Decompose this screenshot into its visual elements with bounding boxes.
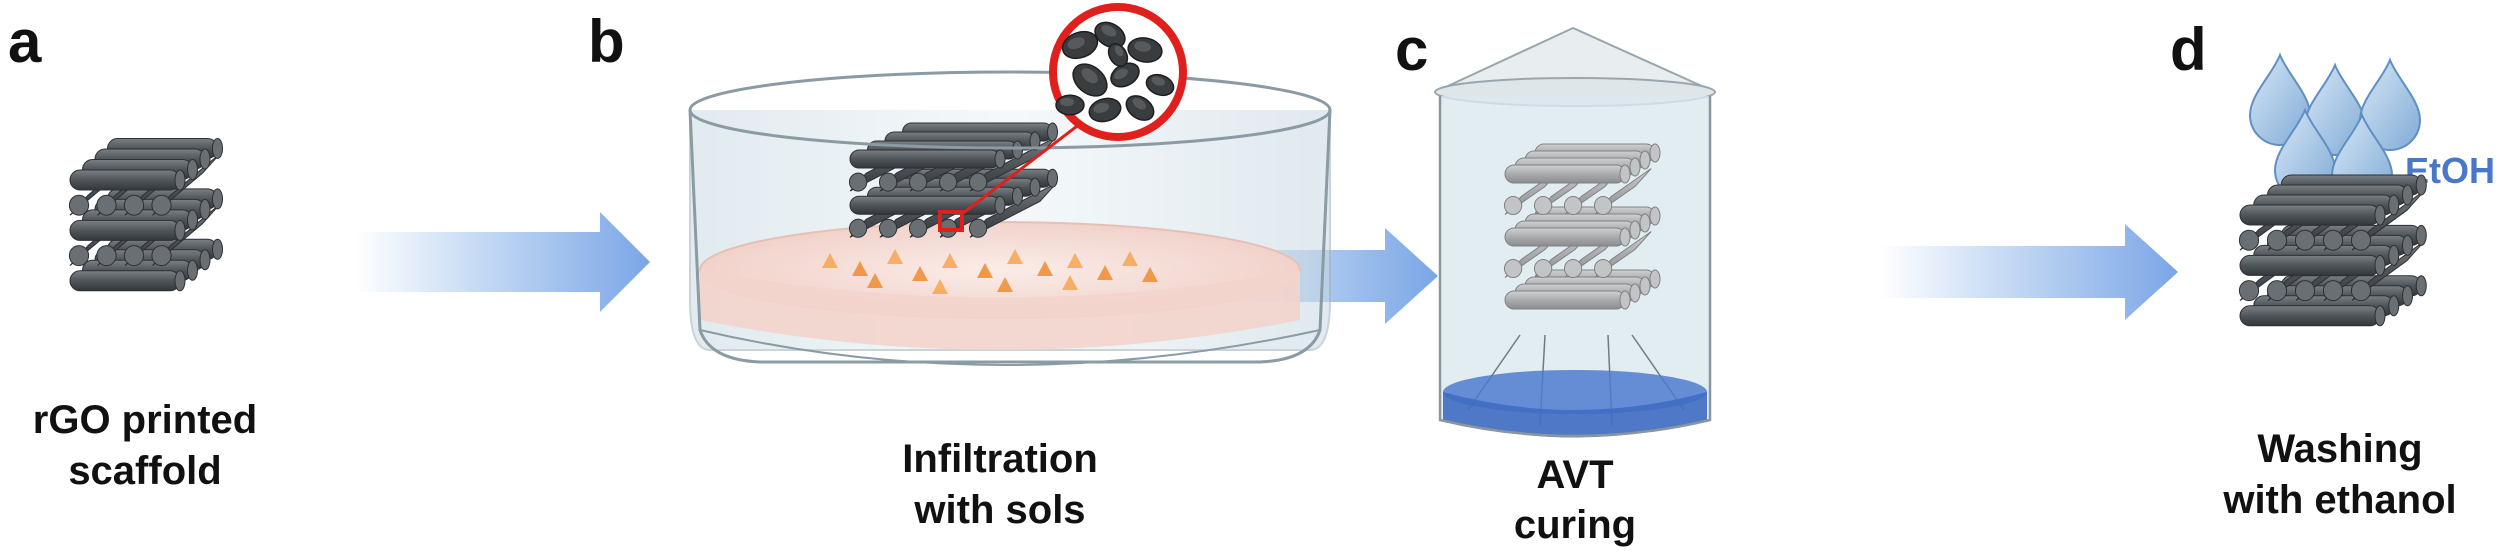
caption-c-line2: curing bbox=[1514, 503, 1636, 547]
caption-c-line1: AVT bbox=[1536, 453, 1613, 497]
flow-arrow-c-to-d bbox=[1880, 224, 2178, 320]
caption-a-line1: rGO printed bbox=[33, 398, 257, 442]
panel-letter-d: d bbox=[2170, 16, 2207, 83]
panel-letter-c: c bbox=[1395, 16, 1428, 83]
caption-a-line2: scaffold bbox=[68, 449, 221, 493]
caption-b-line2: with sols bbox=[913, 488, 1085, 532]
caption-d-line1: Washing bbox=[2257, 427, 2422, 471]
sol-particles bbox=[822, 249, 1158, 294]
washing-scaffold-icon: EtOH bbox=[2238, 52, 2495, 327]
highlight-box bbox=[938, 210, 964, 232]
caption-b: Infiltration with sols bbox=[902, 437, 1098, 532]
panel-letter-a: a bbox=[8, 8, 42, 75]
caption-b-line1: Infiltration bbox=[902, 437, 1098, 481]
infiltration-beaker-icon bbox=[688, 3, 1332, 366]
avt-chamber-icon bbox=[1434, 26, 1716, 438]
caption-d-line2: with ethanol bbox=[2222, 478, 2456, 522]
flow-arrow-a-to-b bbox=[355, 212, 650, 312]
panel-letter-b: b bbox=[588, 8, 625, 75]
caption-c: AVT curing bbox=[1514, 453, 1636, 547]
zoom-inset-icon bbox=[1049, 3, 1187, 141]
dark-scaffold-icon bbox=[68, 138, 223, 292]
caption-d: Washing with ethanol bbox=[2222, 427, 2456, 522]
caption-a: rGO printed scaffold bbox=[33, 398, 257, 493]
